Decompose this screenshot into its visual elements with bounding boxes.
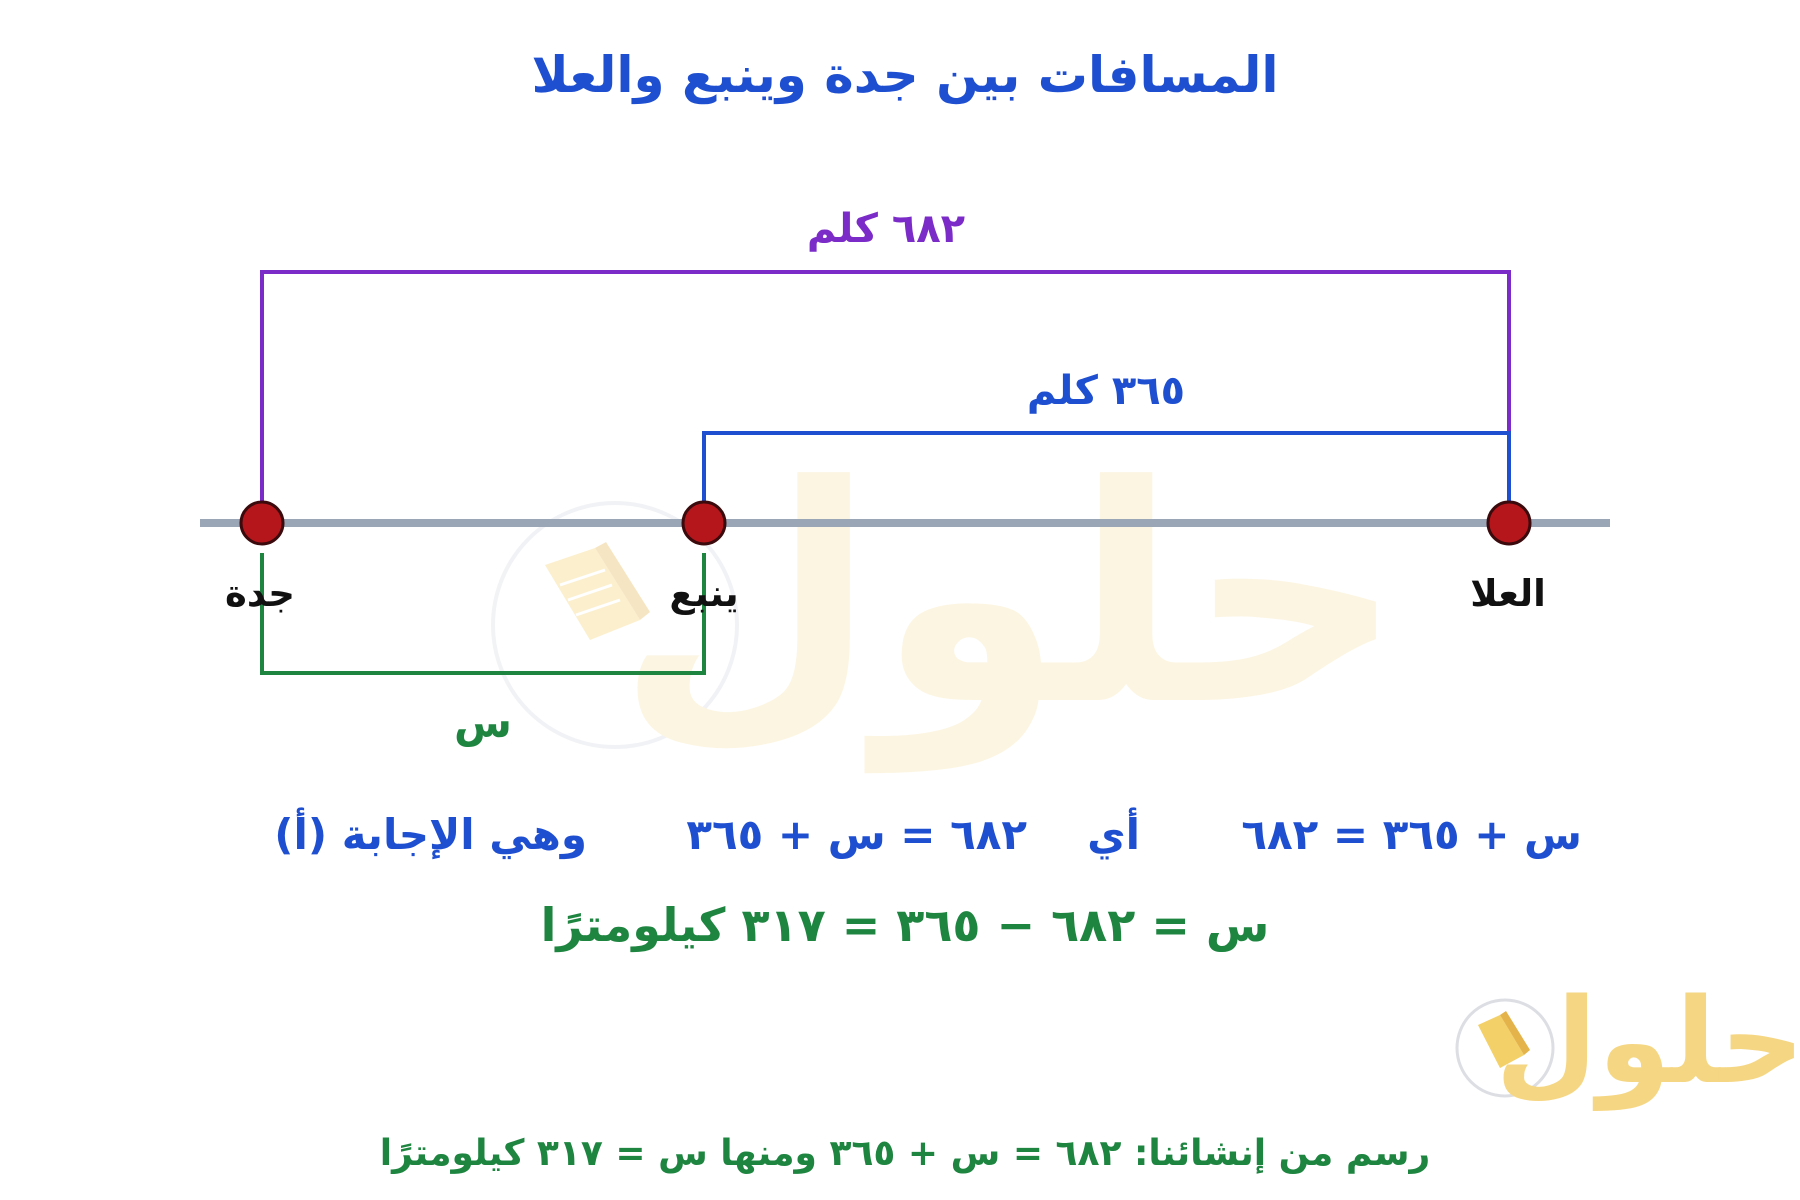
point-alula	[1486, 500, 1532, 546]
watermark-ring	[491, 501, 739, 749]
watermark-center: حلول	[491, 422, 1404, 775]
watermark-corner: حلول	[1455, 972, 1800, 1111]
city-label-yanbu: ينبع	[669, 572, 739, 615]
partial-distance-label: ٣٦٥ كلم	[1026, 368, 1186, 414]
unknown-distance-bracket	[260, 553, 706, 675]
equation-2: س = ٦٨٢ − ٣٦٥ = ٣١٧ كيلومترًا	[540, 898, 1270, 952]
partial-distance-bracket	[702, 431, 1511, 523]
watermark-corner-text: حلول	[1495, 972, 1800, 1111]
city-label-jeddah: جدة	[225, 572, 295, 615]
equation-1-part-3: ٦٨٢ = س + ٣٦٥	[686, 810, 1027, 859]
equation-1-part-2: أي	[1087, 810, 1140, 859]
point-jeddah	[239, 500, 285, 546]
book-icon	[1478, 1011, 1530, 1068]
equation-1-part-1: س + ٣٦٥ = ٦٨٢	[1241, 810, 1582, 859]
city-label-alula: العلا	[1470, 572, 1546, 615]
point-yanbu	[681, 500, 727, 546]
total-distance-label: ٦٨٢ كلم	[806, 206, 966, 252]
total-distance-bracket	[260, 270, 1511, 523]
book-icon	[545, 542, 650, 640]
footer-caption: رسم من إنشائنا: ٦٨٢ = س + ٣٦٥ ومنها س = …	[379, 1133, 1431, 1174]
watermark-text: حلول	[616, 422, 1403, 775]
equation-1-part-4: وهي الإجابة (أ)	[274, 810, 587, 859]
unknown-distance-label: س	[454, 698, 512, 747]
page-title: المسافات بين جدة وينبع والعلا	[531, 46, 1279, 104]
